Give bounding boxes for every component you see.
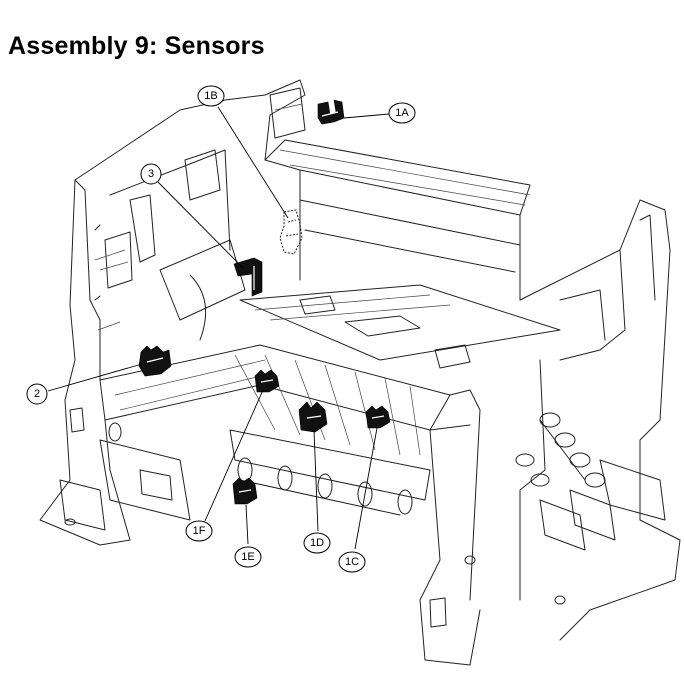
callout-2-label: 2 xyxy=(34,388,40,400)
callout-1d: 1D xyxy=(303,532,331,554)
sensor-1f xyxy=(254,369,280,393)
sensor-1d xyxy=(298,401,328,433)
callout-3: 3 xyxy=(140,163,162,185)
printer-frame-drawing xyxy=(39,79,681,666)
sensor-1b xyxy=(279,209,303,255)
callout-1e-label: 1E xyxy=(241,551,254,563)
callout-1f: 1F xyxy=(185,520,213,542)
leader-lines xyxy=(47,106,390,550)
sensor-1c xyxy=(365,405,391,429)
callout-1e: 1E xyxy=(234,546,262,568)
callout-1a-label: 1A xyxy=(395,107,409,119)
callout-2: 2 xyxy=(26,383,48,405)
callout-1b: 1B xyxy=(197,85,225,107)
sensor-1a xyxy=(317,99,345,125)
right-gears xyxy=(515,412,606,488)
callout-1b-label: 1B xyxy=(204,90,217,102)
callout-1d-label: 1D xyxy=(310,537,324,549)
callout-1a: 1A xyxy=(388,102,416,124)
page-title: Assembly 9: Sensors xyxy=(8,32,265,60)
callout-1c: 1C xyxy=(338,551,366,573)
callout-3-label: 3 xyxy=(148,168,154,180)
callout-1c-label: 1C xyxy=(345,556,359,568)
callout-1f-label: 1F xyxy=(193,525,206,537)
sensor-3 xyxy=(233,257,263,297)
sensor-1e xyxy=(232,477,258,505)
sensor-2 xyxy=(138,345,172,377)
